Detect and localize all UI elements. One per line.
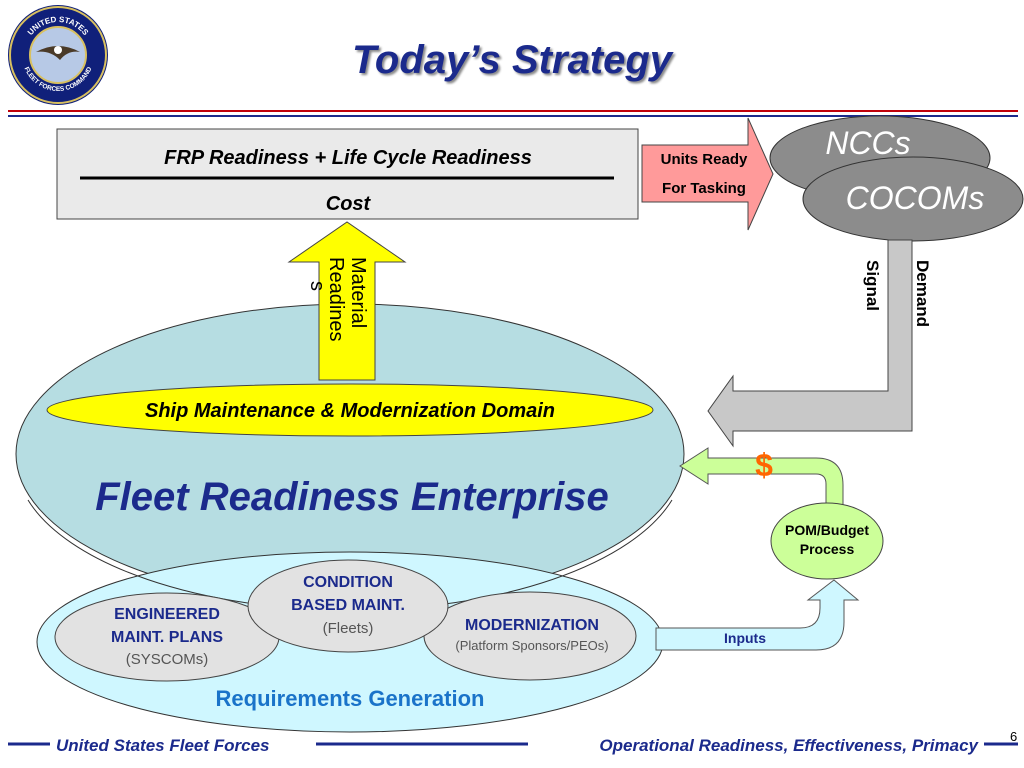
units-ready-line1: Units Ready — [661, 151, 748, 168]
dollar-sign-icon: $ — [755, 447, 773, 483]
pom-line1: POM/Budget — [785, 522, 869, 538]
condition-line3: (Fleets) — [323, 620, 374, 637]
footer-left-text: United States Fleet Forces — [56, 736, 270, 755]
nccs-label: NCCs — [825, 125, 910, 161]
pom-line2: Process — [800, 541, 855, 557]
pom-budget-process-oval: POM/Budget Process — [770, 502, 884, 580]
ratio-denominator: Cost — [326, 193, 372, 215]
engineered-line2: MAINT. PLANS — [111, 629, 223, 646]
demand-signal-arrow: Demand Signal — [707, 239, 932, 448]
units-ready-line2: For Tasking — [662, 180, 746, 197]
footer: United States Fleet Forces Operational R… — [8, 729, 1018, 755]
demand-signal-line1: Demand — [913, 260, 932, 327]
inputs-label: Inputs — [724, 630, 766, 646]
condition-line1: CONDITION — [303, 574, 393, 591]
engineered-maint-plans-oval: ENGINEERED MAINT. PLANS (SYSCOMs) — [54, 592, 280, 682]
engineered-line3: (SYSCOMs) — [126, 651, 209, 668]
inputs-arrow: Inputs — [655, 579, 860, 651]
modernization-line1: MODERNIZATION — [465, 617, 599, 634]
footer-right-text: Operational Readiness, Effectiveness, Pr… — [599, 736, 979, 755]
ratio-numerator: FRP Readiness + Life Cycle Readiness — [164, 147, 532, 169]
maintenance-domain-ellipse: Ship Maintenance & Modernization Domain — [46, 383, 654, 437]
modernization-oval: MODERNIZATION (Platform Sponsors/PEOs) — [423, 591, 637, 681]
cocoms-label: COCOMs — [846, 180, 985, 216]
fleet-readiness-enterprise-label: Fleet Readiness Enterprise — [95, 475, 609, 519]
budget-arrow: $ — [679, 447, 844, 506]
material-readiness-line3: s — [306, 281, 328, 291]
requirements-generation-label: Requirements Generation — [216, 686, 485, 711]
engineered-line1: ENGINEERED — [114, 606, 220, 623]
material-readiness-arrow: Material Readines s — [287, 221, 407, 381]
modernization-line2: (Platform Sponsors/PEOs) — [455, 638, 608, 653]
units-ready-arrow: Units Ready For Tasking — [641, 117, 774, 231]
fleet-forces-seal-logo: UNITED STATES FLEET FORCES COMMAND — [8, 5, 108, 105]
page-title: Today’s Strategy — [351, 38, 673, 82]
readiness-cost-ratio-box: FRP Readiness + Life Cycle Readiness Cos… — [56, 128, 639, 220]
condition-line2: BASED MAINT. — [291, 597, 405, 614]
material-readiness-line2: Readines — [325, 257, 347, 342]
maintenance-domain-label: Ship Maintenance & Modernization Domain — [145, 400, 555, 422]
page-number: 6 — [1010, 729, 1017, 744]
condition-based-maint-oval: CONDITION BASED MAINT. (Fleets) — [247, 559, 449, 653]
demand-signal-line2: Signal — [863, 260, 882, 311]
header-divider — [8, 110, 1018, 117]
cocoms-oval: COCOMs — [802, 156, 1024, 242]
material-readiness-line1: Material — [347, 257, 369, 328]
